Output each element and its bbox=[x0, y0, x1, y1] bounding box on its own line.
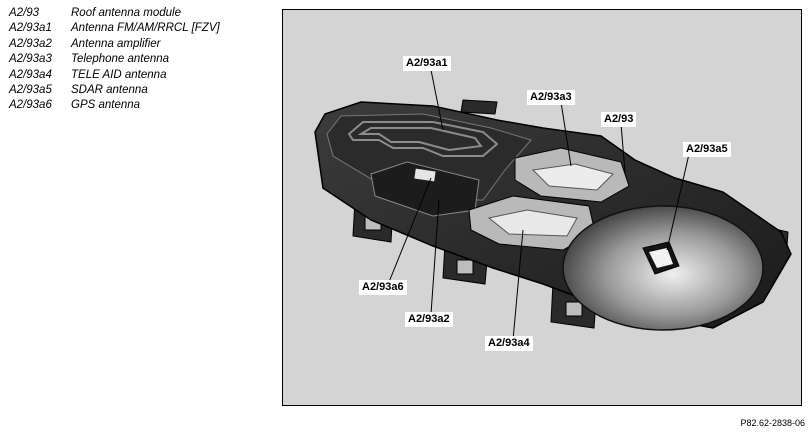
callout-a4: A2/93a4 bbox=[485, 336, 533, 351]
legend-code: A2/93a2 bbox=[9, 37, 52, 50]
legend-code: A2/93 bbox=[9, 7, 40, 19]
leader-lines bbox=[388, 69, 690, 341]
legend-description: GPS antenna bbox=[71, 99, 141, 112]
legend-code: A2/93a4 bbox=[9, 68, 52, 81]
legend-code: A2/93a5 bbox=[9, 83, 52, 96]
legend-row: A2/93a2 Antenna amplifier bbox=[9, 37, 220, 52]
callout-a1: A2/93a1 bbox=[403, 56, 451, 71]
fm-am-antenna-coil bbox=[347, 121, 499, 157]
callout-a2: A2/93a2 bbox=[405, 312, 453, 327]
figure-reference-code: P82.62-2838-06 bbox=[740, 418, 805, 428]
callout-a5: A2/93a5 bbox=[683, 142, 731, 157]
antenna-module-figure: A2/93a1 A2/93a3 A2/93 A2/93a5 A2/93a6 A2… bbox=[282, 9, 802, 406]
legend-code: A2/93a6 bbox=[9, 99, 52, 112]
callout-main: A2/93 bbox=[601, 112, 637, 127]
legend-row: A2/93 Roof antenna module bbox=[9, 6, 220, 21]
legend-description: Roof antenna module bbox=[71, 7, 181, 19]
antenna-module-illustration bbox=[314, 69, 792, 341]
legend-description: TELE AID antenna bbox=[71, 68, 167, 81]
legend-row: A2/93a3 Telephone antenna bbox=[9, 52, 220, 67]
callout-a3: A2/93a3 bbox=[527, 90, 575, 105]
legend-description: Antenna amplifier bbox=[71, 37, 161, 50]
legend-row: A2/93a1 Antenna FM/AM/RRCL [FZV] bbox=[9, 21, 220, 36]
legend-row: A2/93a6 GPS antenna bbox=[9, 98, 220, 113]
legend-description: Antenna FM/AM/RRCL [FZV] bbox=[71, 22, 220, 35]
legend-description: SDAR antenna bbox=[71, 83, 148, 96]
legend-code: A2/93a3 bbox=[9, 53, 52, 66]
legend-code: A2/93a1 bbox=[9, 22, 52, 35]
legend-row: A2/93a5 SDAR antenna bbox=[9, 83, 220, 98]
legend-row: A2/93a4 TELE AID antenna bbox=[9, 68, 220, 83]
callout-a6: A2/93a6 bbox=[359, 280, 407, 295]
legend-description: Telephone antenna bbox=[71, 53, 170, 66]
